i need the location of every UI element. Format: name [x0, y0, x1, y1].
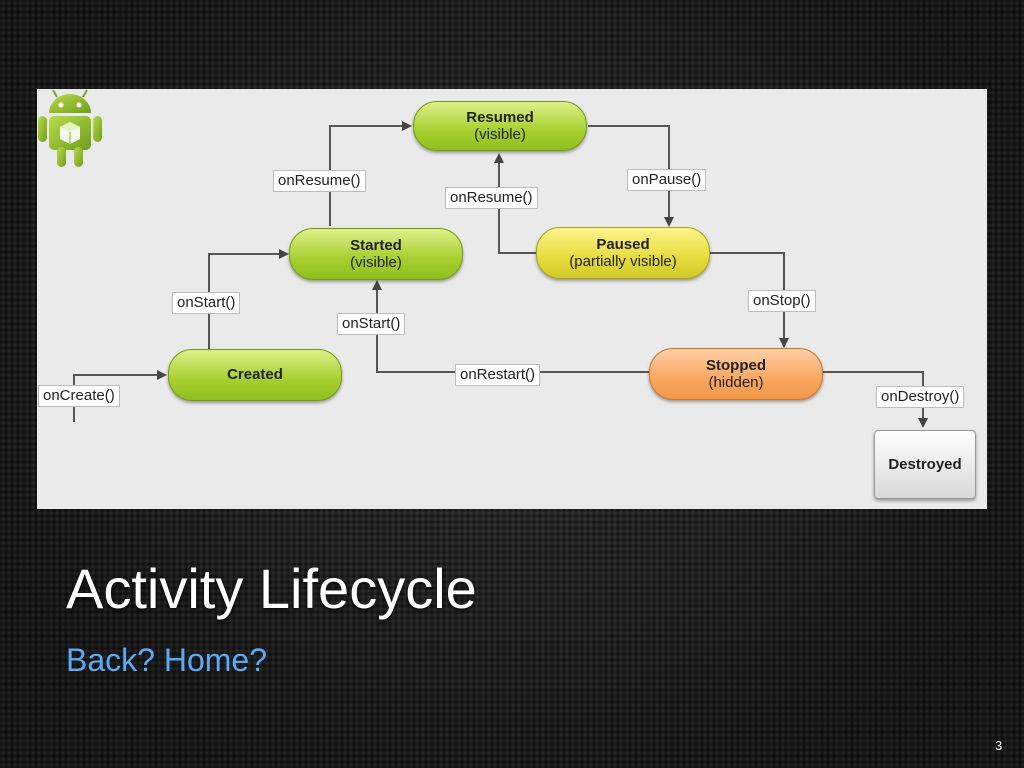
state-started-sub: (visible) — [350, 254, 402, 271]
state-destroyed-name: Destroyed — [888, 455, 962, 473]
label-onstart-created: onStart() — [172, 292, 241, 314]
arrow-onstop — [709, 252, 789, 348]
arrow-onstart-created — [208, 249, 289, 349]
arrow-onpause — [588, 125, 674, 227]
label-onrestart: onRestart() — [455, 364, 541, 386]
arrow-ondestroy — [823, 371, 928, 428]
state-stopped-name: Stopped — [706, 356, 766, 374]
slide-title: Activity Lifecycle — [66, 557, 477, 620]
slide-subtitle: Back? Home? — [66, 642, 267, 678]
label-onpause: onPause() — [627, 169, 707, 191]
transition-arrows — [73, 121, 928, 428]
label-onresume-paused: onResume() — [445, 187, 538, 209]
state-resumed: Resumed (visible) — [413, 101, 587, 151]
state-created: Created — [168, 349, 342, 401]
state-destroyed: Destroyed — [874, 430, 976, 499]
state-stopped-sub: (hidden) — [708, 374, 764, 391]
state-paused-sub: (partially visible) — [569, 253, 677, 270]
state-created-name: Created — [227, 366, 283, 384]
label-ondestroy: onDestroy() — [876, 386, 965, 408]
android-robot-icon — [38, 89, 102, 167]
state-resumed-name: Resumed — [466, 108, 534, 126]
label-oncreate: onCreate() — [38, 385, 120, 407]
label-onstart-restart: onStart() — [337, 313, 406, 335]
label-onstop: onStop() — [748, 290, 816, 312]
page-number: 3 — [995, 738, 1003, 753]
state-stopped: Stopped (hidden) — [649, 348, 823, 400]
state-resumed-sub: (visible) — [474, 126, 526, 143]
arrow-onrestart — [372, 280, 649, 373]
lifecycle-diagram: Resumed (visible) Started (visible) Paus… — [37, 89, 987, 509]
state-paused-name: Paused — [596, 235, 650, 253]
state-started: Started (visible) — [289, 228, 463, 280]
label-onresume-started: onResume() — [273, 170, 366, 192]
arrow-onresume-started — [329, 121, 412, 226]
state-started-name: Started — [350, 236, 402, 254]
state-paused: Paused (partially visible) — [536, 227, 710, 279]
